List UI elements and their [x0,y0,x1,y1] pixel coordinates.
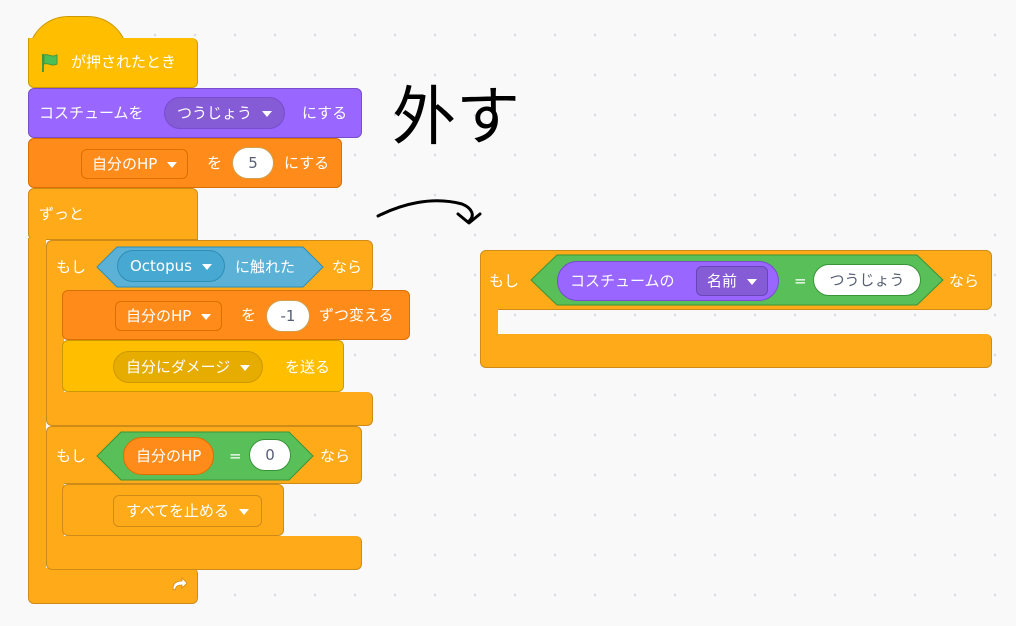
change-variable-dropdown[interactable]: 自分のHP [115,301,223,331]
set-variable-value-input[interactable]: 5 [232,147,274,179]
broadcast-suffix: を送る [285,358,331,376]
chevron-down-icon [201,263,212,270]
hp-reporter[interactable]: 自分のHP [123,437,215,475]
if-prefix: もし [56,258,87,276]
costume-dropdown[interactable]: つうじょう [164,97,286,129]
detached-if-spine [480,308,498,336]
costume-dropdown-value: つうじょう [177,104,253,122]
forever-spine [28,238,46,570]
if-equals-bottom [46,536,362,570]
touching-target-dropdown[interactable]: Octopus [117,250,225,282]
if2-prefix: もし [56,447,87,465]
detached-if-suffix: なら [949,272,980,290]
stop-option-value: すべてを止める [126,502,230,520]
if2-suffix: なら [320,447,351,465]
touching-text: に触れた [235,258,296,276]
change-variable-block[interactable]: 自分のHP を -1 ずつ変える [62,290,410,340]
broadcast-message-dropdown[interactable]: 自分にダメージ [113,351,264,383]
change-variable-dropdown-value: 自分のHP [126,307,192,325]
detached-right-input[interactable]: つうじょう [813,264,921,296]
green-flag-icon [42,54,58,72]
chevron-down-icon [747,278,758,285]
annotation-arrow [376,199,482,225]
if-equals-block[interactable]: もし 自分のHP = 0 なら [46,426,362,484]
loop-arrow-icon [172,577,188,591]
when-flag-clicked-block[interactable]: が押されたとき [28,38,198,88]
costume-reporter[interactable]: コスチュームの 名前 [557,261,779,301]
switch-costume-block[interactable]: コスチュームを つうじょう にする [28,88,362,138]
chevron-down-icon [240,364,251,371]
if-touching-bottom [46,392,373,426]
detached-if-block[interactable]: もし コスチュームの 名前 = つうじょう なら [480,250,992,310]
chevron-down-icon [239,508,250,515]
switch-costume-label: コスチュームを [39,104,144,122]
set-variable-block[interactable]: 自分のHP を 5 にする [28,138,342,188]
chevron-down-icon [201,313,212,320]
costume-attribute-value: 名前 [707,272,738,290]
chevron-down-icon [262,110,273,117]
forever-label: ずっと [39,205,85,223]
touching-target-value: Octopus [130,257,192,275]
equals-operator: = [229,447,242,465]
change-variable-value-input[interactable]: -1 [266,300,310,332]
set-variable-suffix: にする [284,154,330,172]
variable-dropdown-value: 自分のHP [92,155,158,173]
if-suffix: なら [332,258,363,276]
change-variable-suffix: ずつ変える [319,306,394,324]
costume-attribute-dropdown[interactable]: 名前 [696,266,769,296]
switch-costume-suffix: にする [302,104,348,122]
hp-reporter-label: 自分のHP [136,447,202,465]
equals-right-input[interactable]: 0 [249,439,291,471]
change-variable-mid: を [241,306,257,324]
if-equals-spine [46,482,64,538]
annotation-text: 外す [392,81,520,155]
detached-equals-operator: = [794,272,807,290]
detached-if-prefix: もし [489,272,520,290]
forever-bottom-arm [28,568,198,604]
stop-block[interactable]: すべてを止める [62,484,284,536]
forever-block[interactable]: ずっと [28,188,198,240]
chevron-down-icon [167,161,178,168]
if-touching-spine [46,290,64,394]
broadcast-message-value: 自分にダメージ [126,358,231,376]
detached-if-bottom [480,334,992,368]
variable-dropdown[interactable]: 自分のHP [81,149,189,179]
set-variable-mid: を [207,154,223,172]
broadcast-block[interactable]: 自分にダメージ を送る [62,340,344,392]
hat-label: が押されたとき [71,53,177,71]
costume-reporter-label: コスチュームの [570,272,675,290]
if-touching-block[interactable]: もし Octopus に触れた なら [46,240,373,292]
stop-option-dropdown[interactable]: すべてを止める [113,495,263,527]
